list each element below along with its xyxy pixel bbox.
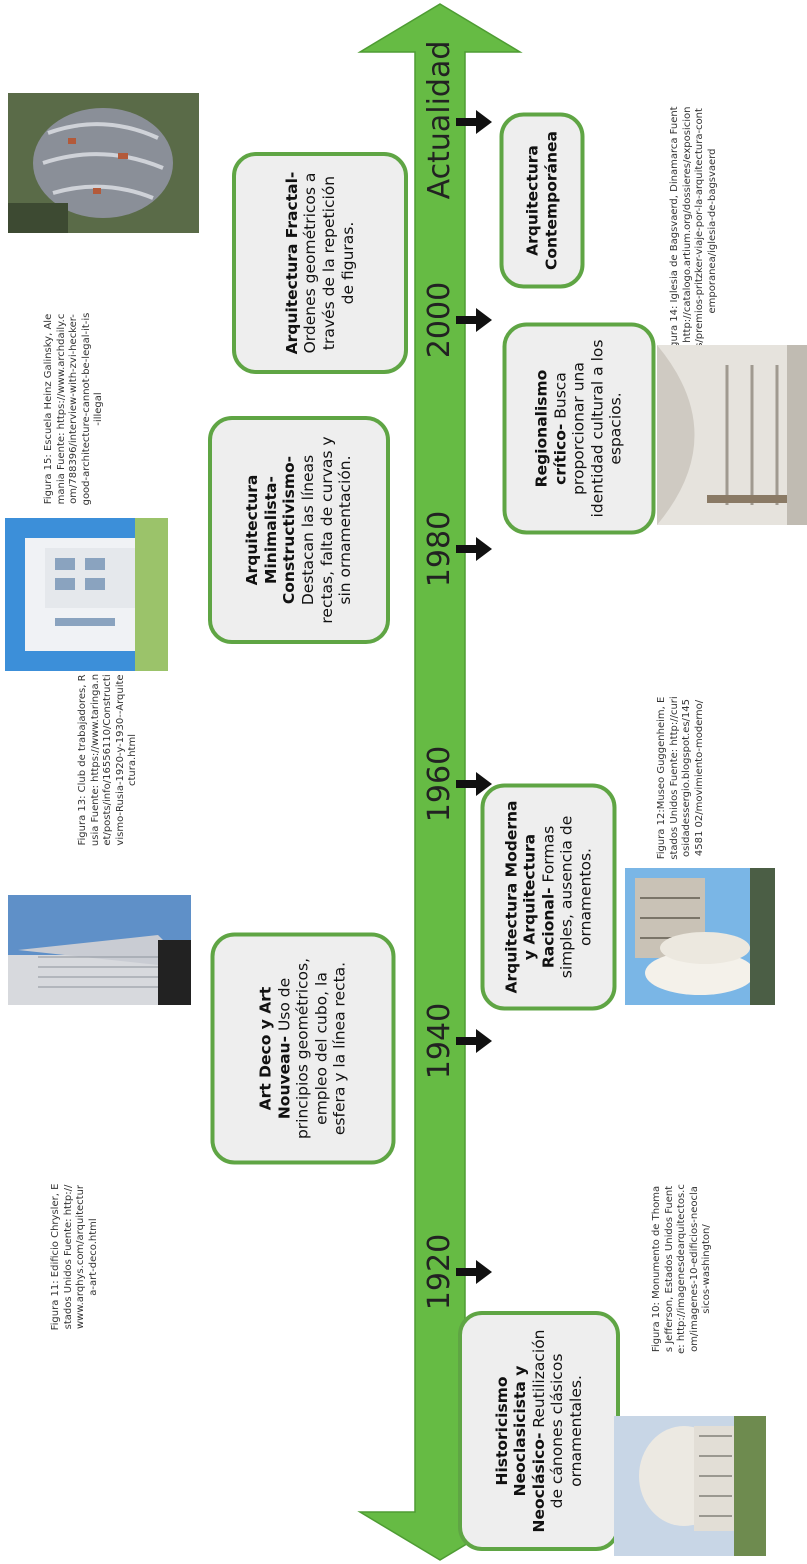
photo-escuela-heinz (8, 93, 199, 233)
caption-figura-12: Figura 12:Museo Guggenheim, Estados Unid… (656, 696, 705, 860)
box-text: Destacan las líneas rectas, falta de cur… (299, 436, 355, 624)
year-label-1940: 1940 (422, 1002, 457, 1080)
box-art-deco: Art Deco y Art Nouveau- Uso de principio… (210, 932, 396, 1165)
tick-arrow-1960 (456, 772, 492, 796)
box-regionalismo: Regionalismo crítico- Busca proporcionar… (502, 322, 656, 535)
box-contemporanea: Arquitectura Contemporánea (499, 112, 585, 289)
photo-chrysler (8, 895, 191, 1005)
box-historicismo: Historicismo Neoclasicista y Neoclásico-… (458, 1311, 620, 1551)
year-label-1960: 1960 (422, 745, 457, 823)
caption-figura-14: Figura 14: Iglesia de Bagsvaerd, Dinamar… (669, 106, 718, 356)
tick-arrow-1980 (456, 537, 492, 561)
tick-arrow-1940 (456, 1029, 492, 1053)
caption-figura-10: Figura 10: Monumento de Thomas Jefferson… (651, 1184, 712, 1354)
tick-arrow-1920 (456, 1260, 492, 1284)
box-fractal: Arquitectura Fractal- Ordenes geométrico… (232, 152, 408, 374)
box-title: Arquitectura Minimalista-Constructivismo… (243, 455, 299, 605)
photo-club-trabajadores (5, 518, 168, 671)
caption-figura-13: Figura 13: Club de trabajadores, Rusia F… (77, 673, 138, 847)
photo-guggenheim (625, 868, 775, 1005)
year-label-1980: 1980 (422, 510, 457, 588)
year-label-actualidad: Actualidad (422, 40, 457, 200)
box-title: Arquitectura Contemporánea (523, 131, 560, 270)
box-text: Ordenes geométricos a través de la repet… (301, 172, 357, 354)
box-title: Arquitectura Fractal- (282, 171, 301, 355)
tick-arrow-actualidad (456, 110, 492, 134)
year-label-2000: 2000 (422, 281, 457, 359)
box-minimalista: Arquitectura Minimalista-Constructivismo… (208, 416, 390, 644)
box-moderna: Arquitectura Moderna y Arquitectura Raci… (480, 783, 617, 1011)
caption-figura-11: Figura 11: Edificio Chrysler, Estados Un… (50, 1183, 99, 1331)
photo-jefferson (614, 1416, 766, 1556)
tick-arrow-2000 (456, 308, 492, 332)
caption-figura-15: Figura 15: Escuela Heinz Galinsky, Alema… (43, 312, 104, 506)
year-label-1920: 1920 (422, 1233, 457, 1311)
photo-bagsvaerd (657, 345, 807, 525)
